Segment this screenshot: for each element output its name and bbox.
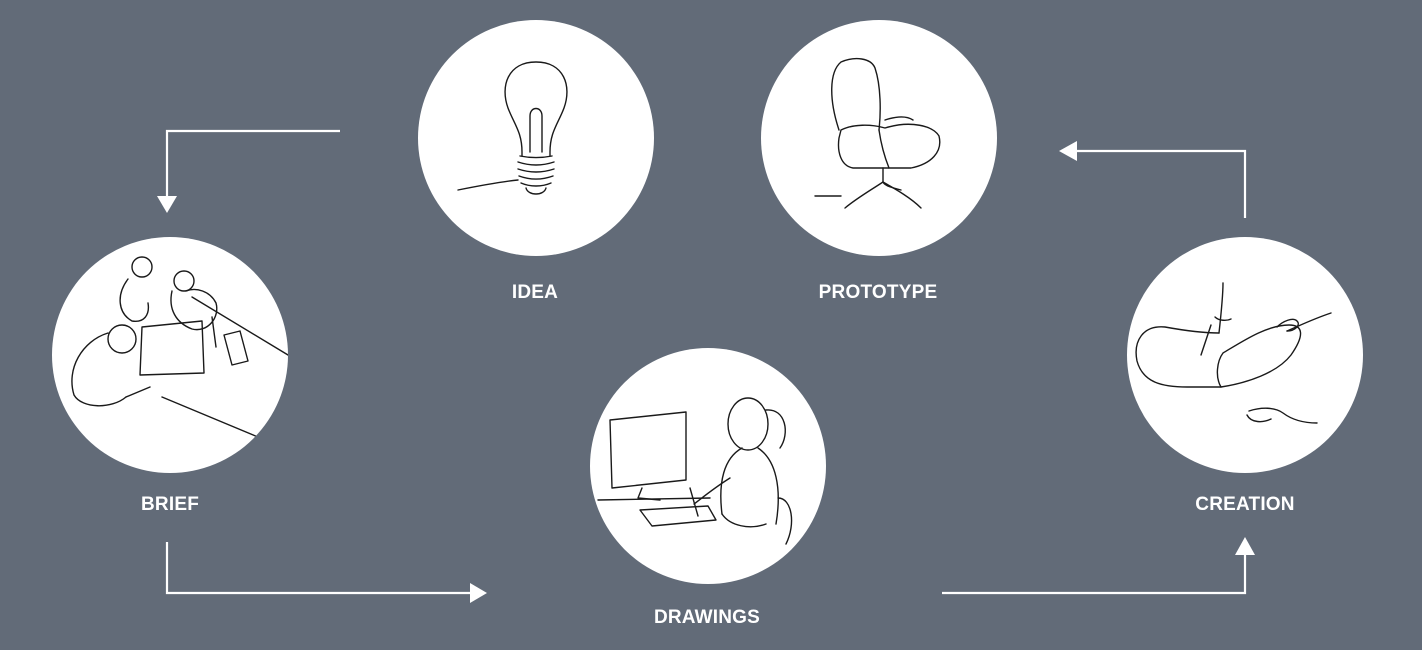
arrow-drawings-to-creation (942, 537, 1255, 595)
team-meeting-icon (71, 256, 288, 448)
idea-label: IDEA (511, 282, 559, 303)
arrow-idea-to-brief (157, 129, 340, 213)
brief-circle (52, 237, 288, 473)
arrow-creation-to-prototype (1059, 141, 1247, 218)
lightbulb-icon (457, 61, 568, 195)
arrow-brief-to-drawings (165, 542, 487, 603)
creation-circle (1127, 237, 1363, 473)
designer-at-desk-icon (597, 397, 793, 545)
drawings-circle (590, 348, 826, 584)
hands-shaping-chair-icon (1135, 282, 1332, 424)
brief-label: BRIEF (141, 494, 199, 515)
chair-icon (814, 57, 941, 209)
prototype-label: PROTOTYPE (818, 282, 938, 303)
idea-circle (418, 20, 654, 256)
creation-label: CREATION (1195, 494, 1295, 515)
prototype-circle (761, 20, 997, 256)
drawings-label: DRAWINGS (653, 607, 761, 628)
